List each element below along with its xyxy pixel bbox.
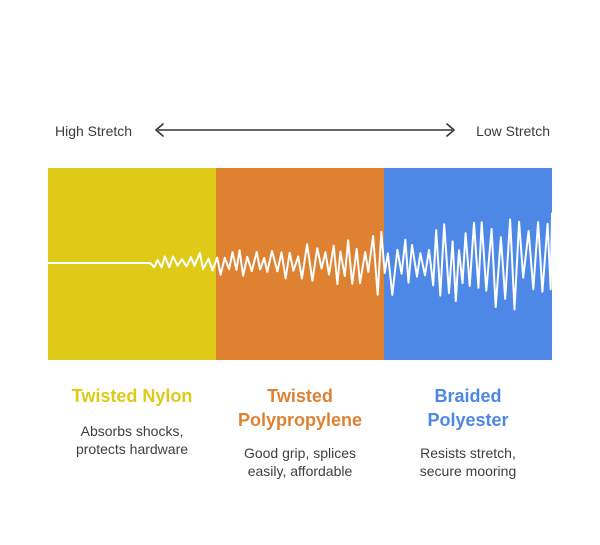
high-stretch-label: High Stretch	[55, 123, 133, 139]
polypropylene-band	[216, 168, 384, 360]
nylon-band	[48, 168, 216, 360]
nylon-description: Absorbs shocks, protects hardware	[75, 423, 189, 457]
low-stretch-label: Low Stretch	[476, 123, 550, 139]
polyester-title: Braided Polyester	[427, 386, 509, 430]
rope-comparison-bands	[48, 168, 552, 360]
polyester-description: Resists stretch, secure mooring	[419, 445, 517, 479]
polypropylene-description: Good grip, splices easily, affordable	[243, 445, 357, 479]
polypropylene-column: Twisted Polypropylene Good grip, splices…	[216, 384, 384, 480]
polyester-band	[384, 168, 552, 360]
nylon-title: Twisted Nylon	[71, 386, 193, 406]
polypropylene-title: Twisted Polypropylene	[237, 386, 363, 430]
nylon-column: Twisted Nylon Absorbs shocks, protects h…	[48, 384, 216, 458]
polyester-column: Braided Polyester Resists stretch, secur…	[384, 384, 552, 480]
